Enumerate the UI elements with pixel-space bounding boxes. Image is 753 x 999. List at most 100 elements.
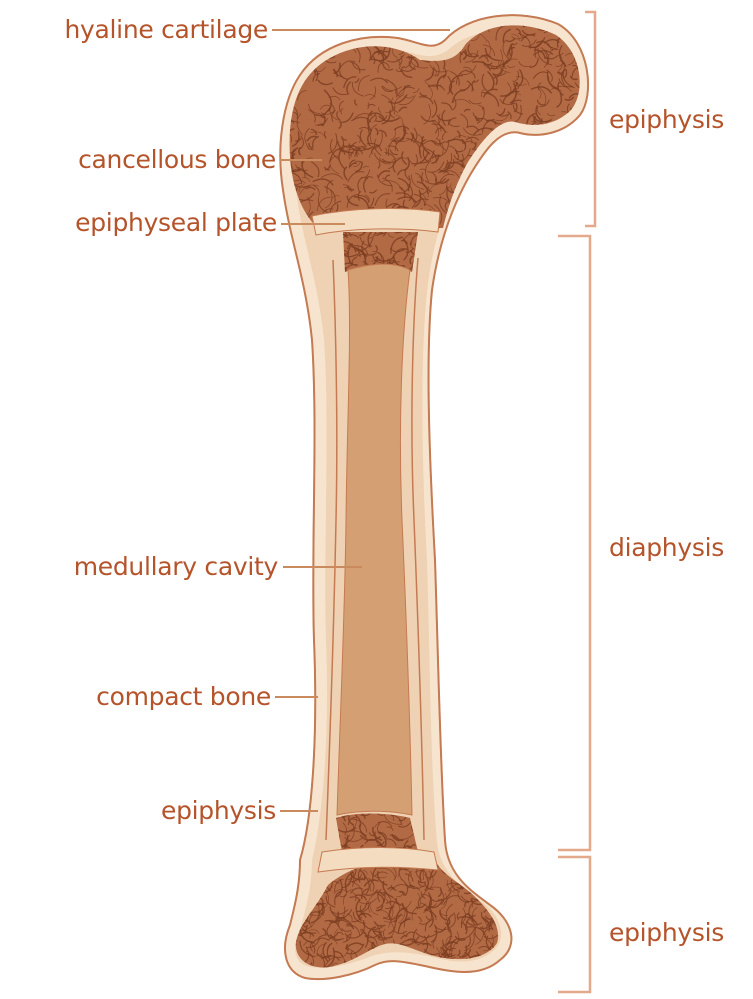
- trabecula-strand: [318, 44, 323, 51]
- trabecula-strand: [538, 184, 543, 195]
- trabecula-strand: [514, 161, 528, 171]
- trabecula-strand: [468, 203, 476, 206]
- trabecula-strand: [394, 27, 404, 35]
- trabecula-strand: [277, 38, 290, 49]
- trabecula-strand: [574, 189, 590, 201]
- trabecula-strand: [562, 193, 565, 204]
- trabecula-strand: [558, 141, 564, 157]
- trabecula-strand: [463, 860, 467, 865]
- trabecula-strand: [491, 192, 494, 198]
- trabecula-strand: [540, 166, 544, 172]
- trabecula-strand: [579, 35, 584, 47]
- trabecula-strand: [553, 183, 559, 191]
- trabecula-strand: [288, 49, 294, 55]
- trabecula-strand: [543, 203, 553, 209]
- trabecula-strand: [543, 160, 552, 167]
- trabecula-strand: [467, 861, 484, 871]
- trabecula-strand: [567, 19, 576, 30]
- trabecula-strand: [494, 194, 503, 214]
- trabecula-strand: [285, 975, 299, 990]
- trabecula-strand: [421, 25, 431, 33]
- trabecula-strand: [476, 184, 495, 189]
- trabecula-strand: [421, 38, 430, 43]
- trabecula-strand: [373, 973, 382, 984]
- trabecula-strand: [418, 972, 428, 978]
- trabecula-strand: [488, 859, 495, 872]
- trabecula-strand: [499, 223, 504, 230]
- trabecula-strand: [495, 196, 498, 201]
- trabecula-strand: [467, 841, 478, 861]
- trabecula-strand: [278, 85, 286, 89]
- trabecula-strand: [561, 177, 569, 182]
- trabecula-strand: [496, 166, 505, 184]
- trabecula-strand: [488, 220, 503, 226]
- trabecula-strand: [367, 22, 373, 34]
- label-epiphyseal-plate: epiphyseal plate: [10, 208, 277, 238]
- trabecula-strand: [545, 138, 557, 141]
- trabecula-strand: [571, 186, 579, 201]
- trabecula-strand: [481, 182, 484, 191]
- trabecula-strand: [496, 876, 513, 880]
- trabecula-strand: [496, 214, 501, 222]
- trabecula-strand: [549, 180, 557, 197]
- trabecula-strand: [460, 225, 463, 231]
- trabecula-strand: [372, 23, 384, 36]
- trabecula-strand: [491, 158, 503, 175]
- trabecula-strand: [475, 170, 487, 180]
- trabecula-strand: [458, 857, 470, 870]
- trabecula-strand: [420, 970, 432, 974]
- trabecula-strand: [575, 122, 581, 141]
- trabecula-strand: [568, 213, 576, 215]
- trabecula-strand: [590, 135, 605, 139]
- trabecula-strand: [538, 196, 549, 200]
- trabecula-strand: [486, 867, 490, 878]
- trabecula-strand: [580, 192, 590, 211]
- trabecula-strand: [533, 157, 542, 164]
- trabecula-strand: [501, 204, 517, 209]
- trabecula-strand: [541, 196, 547, 208]
- trabecula-strand: [563, 229, 568, 234]
- trabecula-strand: [548, 228, 566, 235]
- trabecula-strand: [554, 201, 559, 209]
- trabecula-strand: [543, 213, 553, 219]
- trabecula-strand: [470, 207, 476, 219]
- trabecula-strand: [543, 204, 553, 211]
- trabecula-strand: [574, 226, 581, 229]
- trabecula-strand: [560, 210, 574, 227]
- trabecula-strand: [503, 215, 506, 227]
- trabecula-strand: [545, 201, 554, 210]
- label-compact-bone: compact bone: [10, 682, 271, 712]
- trabecula-strand: [544, 199, 549, 214]
- trabecula-strand: [406, 964, 412, 974]
- trabecula-strand: [559, 168, 575, 177]
- trabecula-strand: [501, 191, 509, 193]
- trabecula-strand: [473, 865, 491, 874]
- trabecula-strand: [526, 141, 532, 146]
- trabecula-strand: [296, 848, 300, 855]
- trabecula-strand: [280, 84, 286, 90]
- trabecula-strand: [567, 175, 570, 188]
- trabecula-strand: [533, 141, 535, 149]
- trabecula-strand: [552, 191, 560, 194]
- trabecula-strand: [383, 968, 393, 977]
- trabecula-strand: [471, 209, 480, 219]
- trabecula-strand: [342, 37, 348, 41]
- label-cancellous-bone: cancellous bone: [10, 145, 276, 175]
- trabecula-strand: [545, 219, 562, 224]
- trabecula-strand: [418, 971, 431, 975]
- trabecula-strand: [376, 974, 387, 990]
- trabecula-strand: [492, 215, 496, 225]
- trabecula-strand: [529, 173, 534, 190]
- bracket-diaphysis: [558, 236, 590, 850]
- label-hyaline-cartilage: hyaline cartilage: [10, 15, 268, 45]
- trabecula-strand: [484, 875, 496, 887]
- trabecula-strand: [563, 163, 578, 174]
- trabecula-strand: [573, 229, 593, 235]
- trabecula-strand: [561, 146, 568, 167]
- trabecula-strand: [467, 876, 480, 879]
- trabecula-strand: [472, 187, 488, 193]
- trabecula-strand: [527, 231, 537, 237]
- trabecula-strand: [495, 876, 505, 879]
- label-region-diaphysis: diaphysis: [609, 533, 724, 563]
